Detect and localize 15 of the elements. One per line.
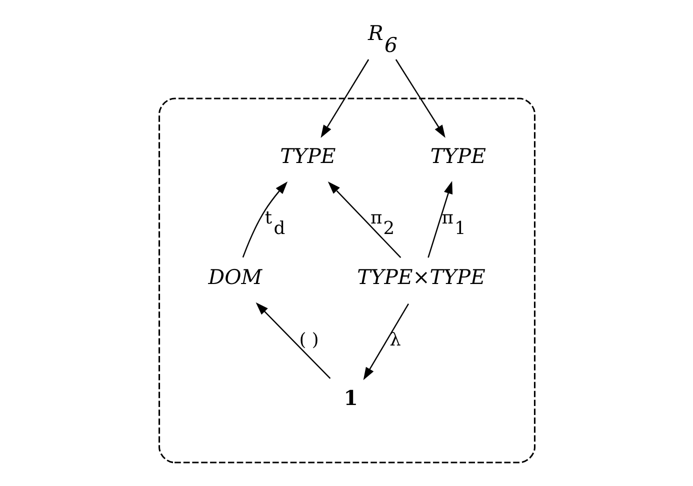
edge-label: ( ) <box>298 330 318 351</box>
arrow <box>394 59 445 138</box>
arrow <box>327 181 401 258</box>
arrow <box>320 59 369 138</box>
node-text: TYPE <box>280 144 336 168</box>
edge-label: λ <box>389 330 400 351</box>
arrow <box>242 182 288 258</box>
cluster <box>158 98 535 464</box>
arrow <box>427 181 452 258</box>
node-text: TYPE <box>430 144 486 168</box>
node-text: 1 <box>343 386 358 410</box>
arrow <box>255 302 330 379</box>
arrow <box>362 303 408 380</box>
node-text: TYPE×TYPE <box>356 265 485 290</box>
node-text: DOM <box>208 265 262 290</box>
